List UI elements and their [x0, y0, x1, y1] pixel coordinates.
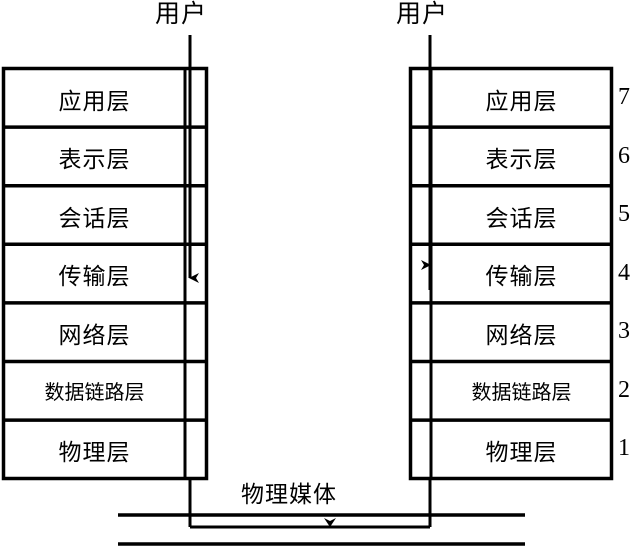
- physical-media-label: 物理媒体: [241, 482, 337, 507]
- layer-number-2: 2: [618, 377, 630, 403]
- left-user-label: 用户: [155, 1, 208, 28]
- layer-number-7: 7: [618, 84, 630, 110]
- left-layer-application: 应用层: [58, 88, 131, 114]
- layer-number-1: 1: [618, 435, 630, 461]
- right-layer-datalink: 数据链路层: [471, 382, 572, 404]
- layer-number-4: 4: [618, 260, 630, 286]
- left-layer-transport: 传输层: [58, 263, 131, 289]
- right-layer-presentation: 表示层: [485, 146, 558, 172]
- left-layer-network: 网络层: [58, 322, 131, 348]
- layer-number-6: 6: [618, 143, 630, 169]
- left-stack-frame: [1, 66, 209, 481]
- left-layer-session: 会话层: [58, 205, 131, 231]
- left-layer-physical: 物理层: [58, 439, 131, 465]
- left-layer-presentation: 表示层: [58, 146, 131, 172]
- right-layer-session: 会话层: [485, 205, 558, 231]
- right-layer-physical: 物理层: [485, 439, 558, 465]
- layer-number-3: 3: [618, 318, 630, 344]
- right-layer-network: 网络层: [485, 322, 558, 348]
- right-layer-transport: 传输层: [485, 263, 558, 289]
- right-layer-application: 应用层: [485, 88, 558, 114]
- left-layer-datalink: 数据链路层: [44, 382, 145, 404]
- layer-number-5: 5: [618, 201, 630, 227]
- right-user-label: 用户: [396, 1, 449, 28]
